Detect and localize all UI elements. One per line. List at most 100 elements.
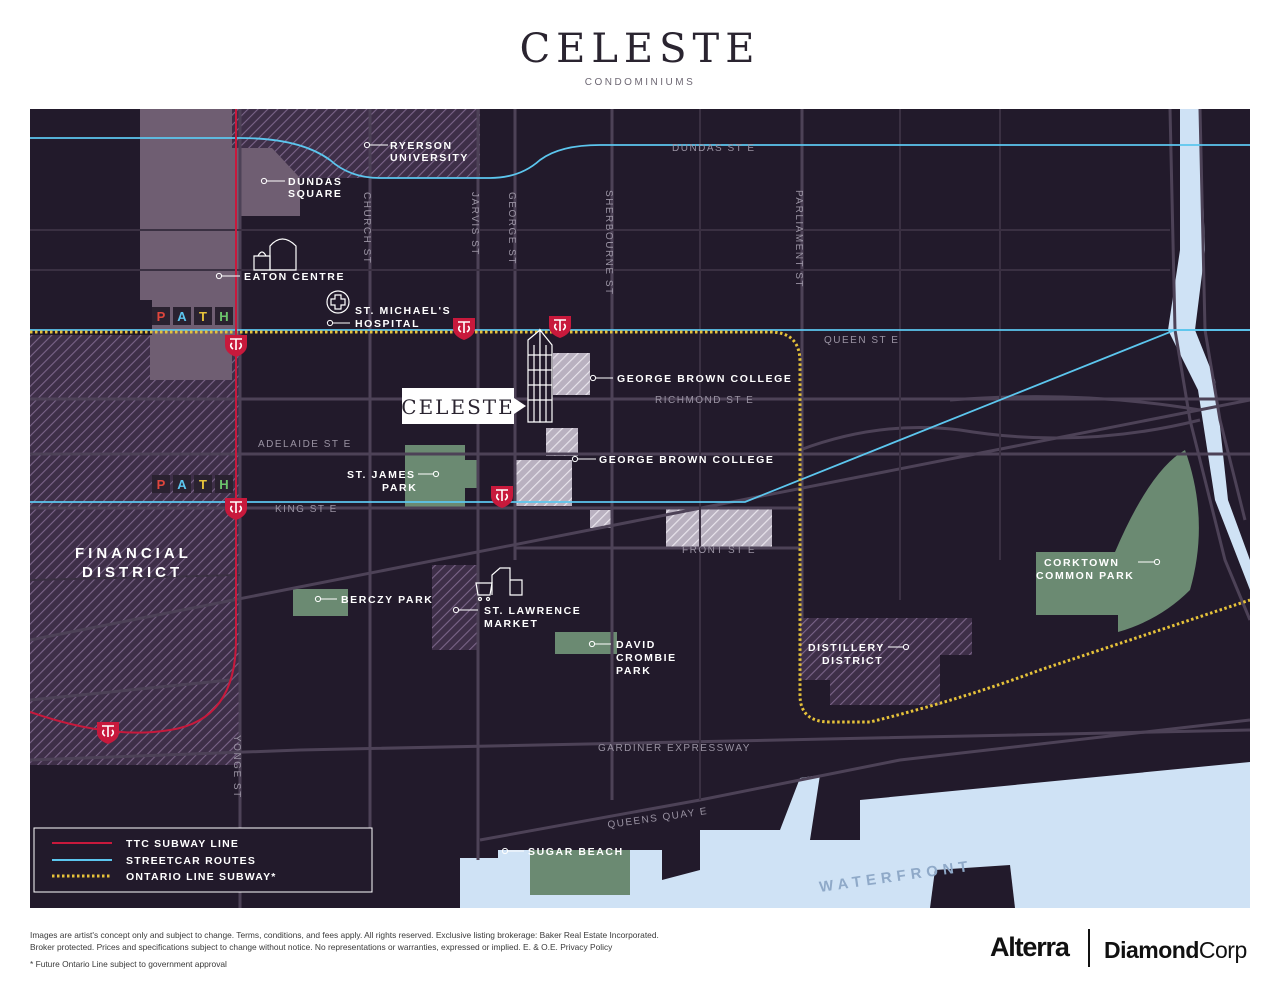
- legend-streetcar-label: STREETCAR ROUTES: [126, 855, 256, 867]
- label-corktown-1: CORKTOWN: [1044, 557, 1120, 569]
- label-berczy: BERCZY PARK: [341, 594, 433, 606]
- shopping-bag-icon: [253, 238, 297, 271]
- marker-st-lawrence: ST. LAWRENCE MARKET: [452, 605, 581, 630]
- celeste-marker[interactable]: CELESTE: [401, 388, 526, 424]
- label-st-lawrence-1: ST. LAWRENCE: [484, 605, 581, 617]
- distillery-district-area: [800, 618, 972, 705]
- corktown-common-park: [1036, 450, 1199, 632]
- minor-roads: [30, 109, 1170, 800]
- label-david-crombie-1: DAVID: [616, 639, 656, 651]
- label-eaton-centre: EATON CENTRE: [244, 271, 345, 283]
- legend-subway-label: TTC SUBWAY LINE: [126, 838, 239, 850]
- brand-subtitle: CONDOMINIUMS: [584, 77, 696, 88]
- george-brown-building-2: [546, 428, 578, 456]
- street-parliament: PARLIAMENT ST: [793, 190, 804, 288]
- path-badge-south: P A T H: [152, 475, 233, 493]
- legend: TTC SUBWAY LINE STREETCAR ROUTES ONTARIO…: [33, 827, 373, 893]
- ttc-station-icon: [549, 316, 571, 338]
- svg-text:T: T: [199, 309, 207, 324]
- logo-separator: [1088, 929, 1090, 967]
- legend-ontario-label: ONTARIO LINE SUBWAY*: [126, 871, 277, 883]
- street-king: KING ST E: [275, 504, 338, 515]
- label-dundas-square-1: DUNDAS: [288, 176, 343, 188]
- label-gbc-1: GEORGE BROWN COLLEGE: [617, 373, 793, 385]
- street-dundas: DUNDAS ST E: [672, 143, 756, 154]
- label-gbc-2: GEORGE BROWN COLLEGE: [599, 454, 775, 466]
- ttc-subway-line: [30, 109, 237, 734]
- label-sugar-beach: SUGAR BEACH: [528, 846, 624, 858]
- footer-disclaimer-1: Images are artist's concept only and sub…: [30, 930, 659, 940]
- marker-dundas-square: DUNDAS SQUARE: [260, 176, 343, 200]
- eaton-centre-lower-area: [150, 335, 232, 380]
- svg-text:H: H: [219, 477, 228, 492]
- berczy-park: [293, 589, 348, 616]
- label-st-james-1: ST. JAMES: [347, 469, 416, 481]
- george-brown-building-1: [553, 353, 590, 395]
- marker-ryerson: RYERSON UNIVERSITY: [363, 140, 469, 164]
- street-church: CHURCH ST: [361, 192, 372, 264]
- svg-text:H: H: [219, 309, 228, 324]
- sugar-beach-inner: [530, 850, 630, 895]
- hospital-cross-icon: [326, 290, 350, 314]
- marker-eaton-centre: EATON CENTRE: [215, 271, 345, 283]
- label-distillery-2: DISTRICT: [822, 655, 883, 667]
- marker-gbc-1: GEORGE BROWN COLLEGE: [589, 373, 793, 385]
- footer-disclaimer-2: Broker protected. Prices and specificati…: [30, 941, 613, 952]
- george-brown-building-4: [590, 510, 612, 528]
- street-front: FRONT ST E: [682, 545, 756, 556]
- label-david-crombie-2: CROMBIE: [616, 652, 677, 664]
- label-corktown-2: COMMON PARK: [1036, 570, 1134, 582]
- street-sherbourne: SHERBOURNE ST: [603, 190, 614, 296]
- ttc-station-icon: [97, 722, 119, 744]
- george-brown-building-3: [516, 460, 572, 506]
- streetcar-routes: [30, 137, 1250, 503]
- street-queen: QUEEN ST E: [824, 335, 899, 346]
- label-st-james-2: PARK: [382, 482, 417, 494]
- marker-berczy: BERCZY PARK: [314, 594, 433, 606]
- street-gardiner: GARDINER EXPRESSWAY: [598, 743, 751, 754]
- marker-corktown: CORKTOWN COMMON PARK: [1036, 557, 1161, 582]
- waterfront-water: [460, 762, 1250, 908]
- st-james-park: [405, 445, 478, 507]
- marker-sugar-beach: SUGAR BEACH: [501, 846, 624, 858]
- street-adelaide: ADELAIDE ST E: [258, 439, 352, 450]
- label-distillery-1: DISTILLERY: [808, 642, 885, 654]
- street-jarvis: JARVIS ST: [469, 192, 480, 256]
- svg-text:A: A: [177, 309, 187, 324]
- don-river: [1168, 109, 1250, 590]
- svg-text:A: A: [177, 477, 187, 492]
- label-financial-2: DISTRICT: [82, 564, 183, 581]
- diamondcorp-logo: DiamondCorp: [1104, 937, 1247, 963]
- george-brown-building-5: [666, 508, 772, 548]
- label-ryerson-2: UNIVERSITY: [390, 152, 469, 164]
- ttc-station-icon: [225, 498, 247, 520]
- marker-gbc-2: GEORGE BROWN COLLEGE: [571, 454, 775, 466]
- marker-distillery: DISTILLERY DISTRICT: [808, 642, 910, 667]
- marker-st-michaels: ST. MICHAEL'S HOSPITAL: [326, 305, 451, 330]
- brand-title: CELESTE: [519, 26, 761, 72]
- street-george: GEORGE ST: [506, 192, 517, 265]
- ryerson-campus-area: [232, 109, 480, 178]
- label-st-lawrence-2: MARKET: [484, 618, 539, 630]
- alterra-logo: Alterra: [990, 932, 1070, 962]
- market-basket-icon: [475, 567, 523, 602]
- celeste-tower-icon: [527, 328, 553, 423]
- ttc-station-icon: [491, 486, 513, 508]
- path-badge-north: P A T H: [152, 307, 233, 325]
- celeste-marker-label: CELESTE: [401, 395, 514, 419]
- svg-text:P: P: [157, 309, 166, 324]
- marker-david-crombie: DAVID CROMBIE PARK: [588, 639, 677, 677]
- marker-st-james: ST. JAMES PARK: [347, 469, 440, 494]
- street-richmond: RICHMOND ST E: [655, 395, 754, 406]
- ttc-station-icon: [453, 318, 475, 340]
- label-st-michaels-2: HOSPITAL: [355, 318, 420, 330]
- label-st-michaels-1: ST. MICHAEL'S: [355, 305, 451, 317]
- ttc-station-icon: [225, 335, 247, 357]
- financial-district-area: [30, 335, 240, 765]
- label-dundas-square-2: SQUARE: [288, 188, 343, 200]
- svg-text:T: T: [199, 477, 207, 492]
- footer-note: * Future Ontario Line subject to governm…: [30, 959, 227, 969]
- label-ryerson-1: RYERSON: [390, 140, 453, 152]
- david-crombie-park: [555, 632, 617, 654]
